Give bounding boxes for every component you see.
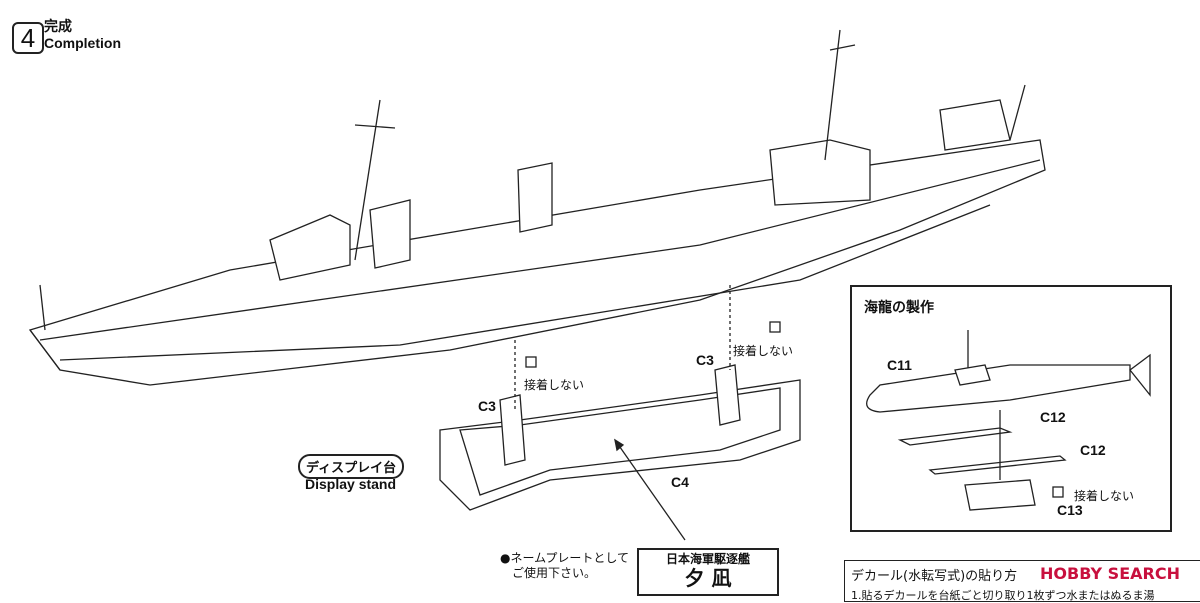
part-c4: C4 [671, 474, 689, 490]
display-stand [439, 364, 801, 511]
attach-guides [514, 285, 731, 410]
part-c12: C12 [1040, 409, 1066, 425]
step-title-jp: 完成 [44, 18, 72, 34]
part-c3-right: C3 [696, 352, 714, 368]
plate-line1: 日本海軍駆逐艦 [665, 552, 750, 566]
step-title-en: Completion [44, 35, 121, 51]
no-glue-icons [525, 321, 1064, 498]
part-c11: C11 [887, 357, 912, 373]
display-stand-jp: ディスプレイ台 [298, 454, 405, 479]
hobby-search-watermark: HOBBY SEARCH [1040, 564, 1180, 583]
no-glue-label: 接着しない [1074, 489, 1135, 503]
decal-line: 1.貼るデカールを台紙ごと切り取り1枚ずつ水またはぬるま湯 [851, 589, 1155, 602]
step-number: 4 [12, 22, 44, 54]
part-c12: C12 [1080, 442, 1106, 458]
display-stand-en: Display stand [305, 476, 397, 492]
part-c3-left: C3 [478, 398, 496, 414]
decal-title: デカール(水転写式)の貼り方 [851, 569, 1018, 584]
part-c13: C13 [1057, 502, 1083, 518]
no-glue-label: 接着しない [733, 344, 794, 358]
plate-line2: 夕 凪 [684, 566, 732, 590]
no-glue-label: 接着しない [524, 378, 585, 392]
kairyu-inset: 海龍の製作 C11 C12 C12 C13 接着しない [850, 285, 1172, 532]
inset-title: 海龍の製作 [864, 299, 934, 315]
nameplate-note: ●ネームプレートとしてご使用下さい。 [500, 551, 629, 581]
note-line: ご使用下さい。 [512, 566, 597, 580]
ship-superstructure [39, 29, 1026, 331]
arrow-head [614, 438, 625, 452]
kairyu-submarine [866, 330, 1151, 511]
nameplate-arrow [614, 439, 686, 541]
note-line: ●ネームプレートとして [500, 551, 630, 565]
nameplate: 日本海軍駆逐艦夕 凪 [637, 548, 779, 596]
